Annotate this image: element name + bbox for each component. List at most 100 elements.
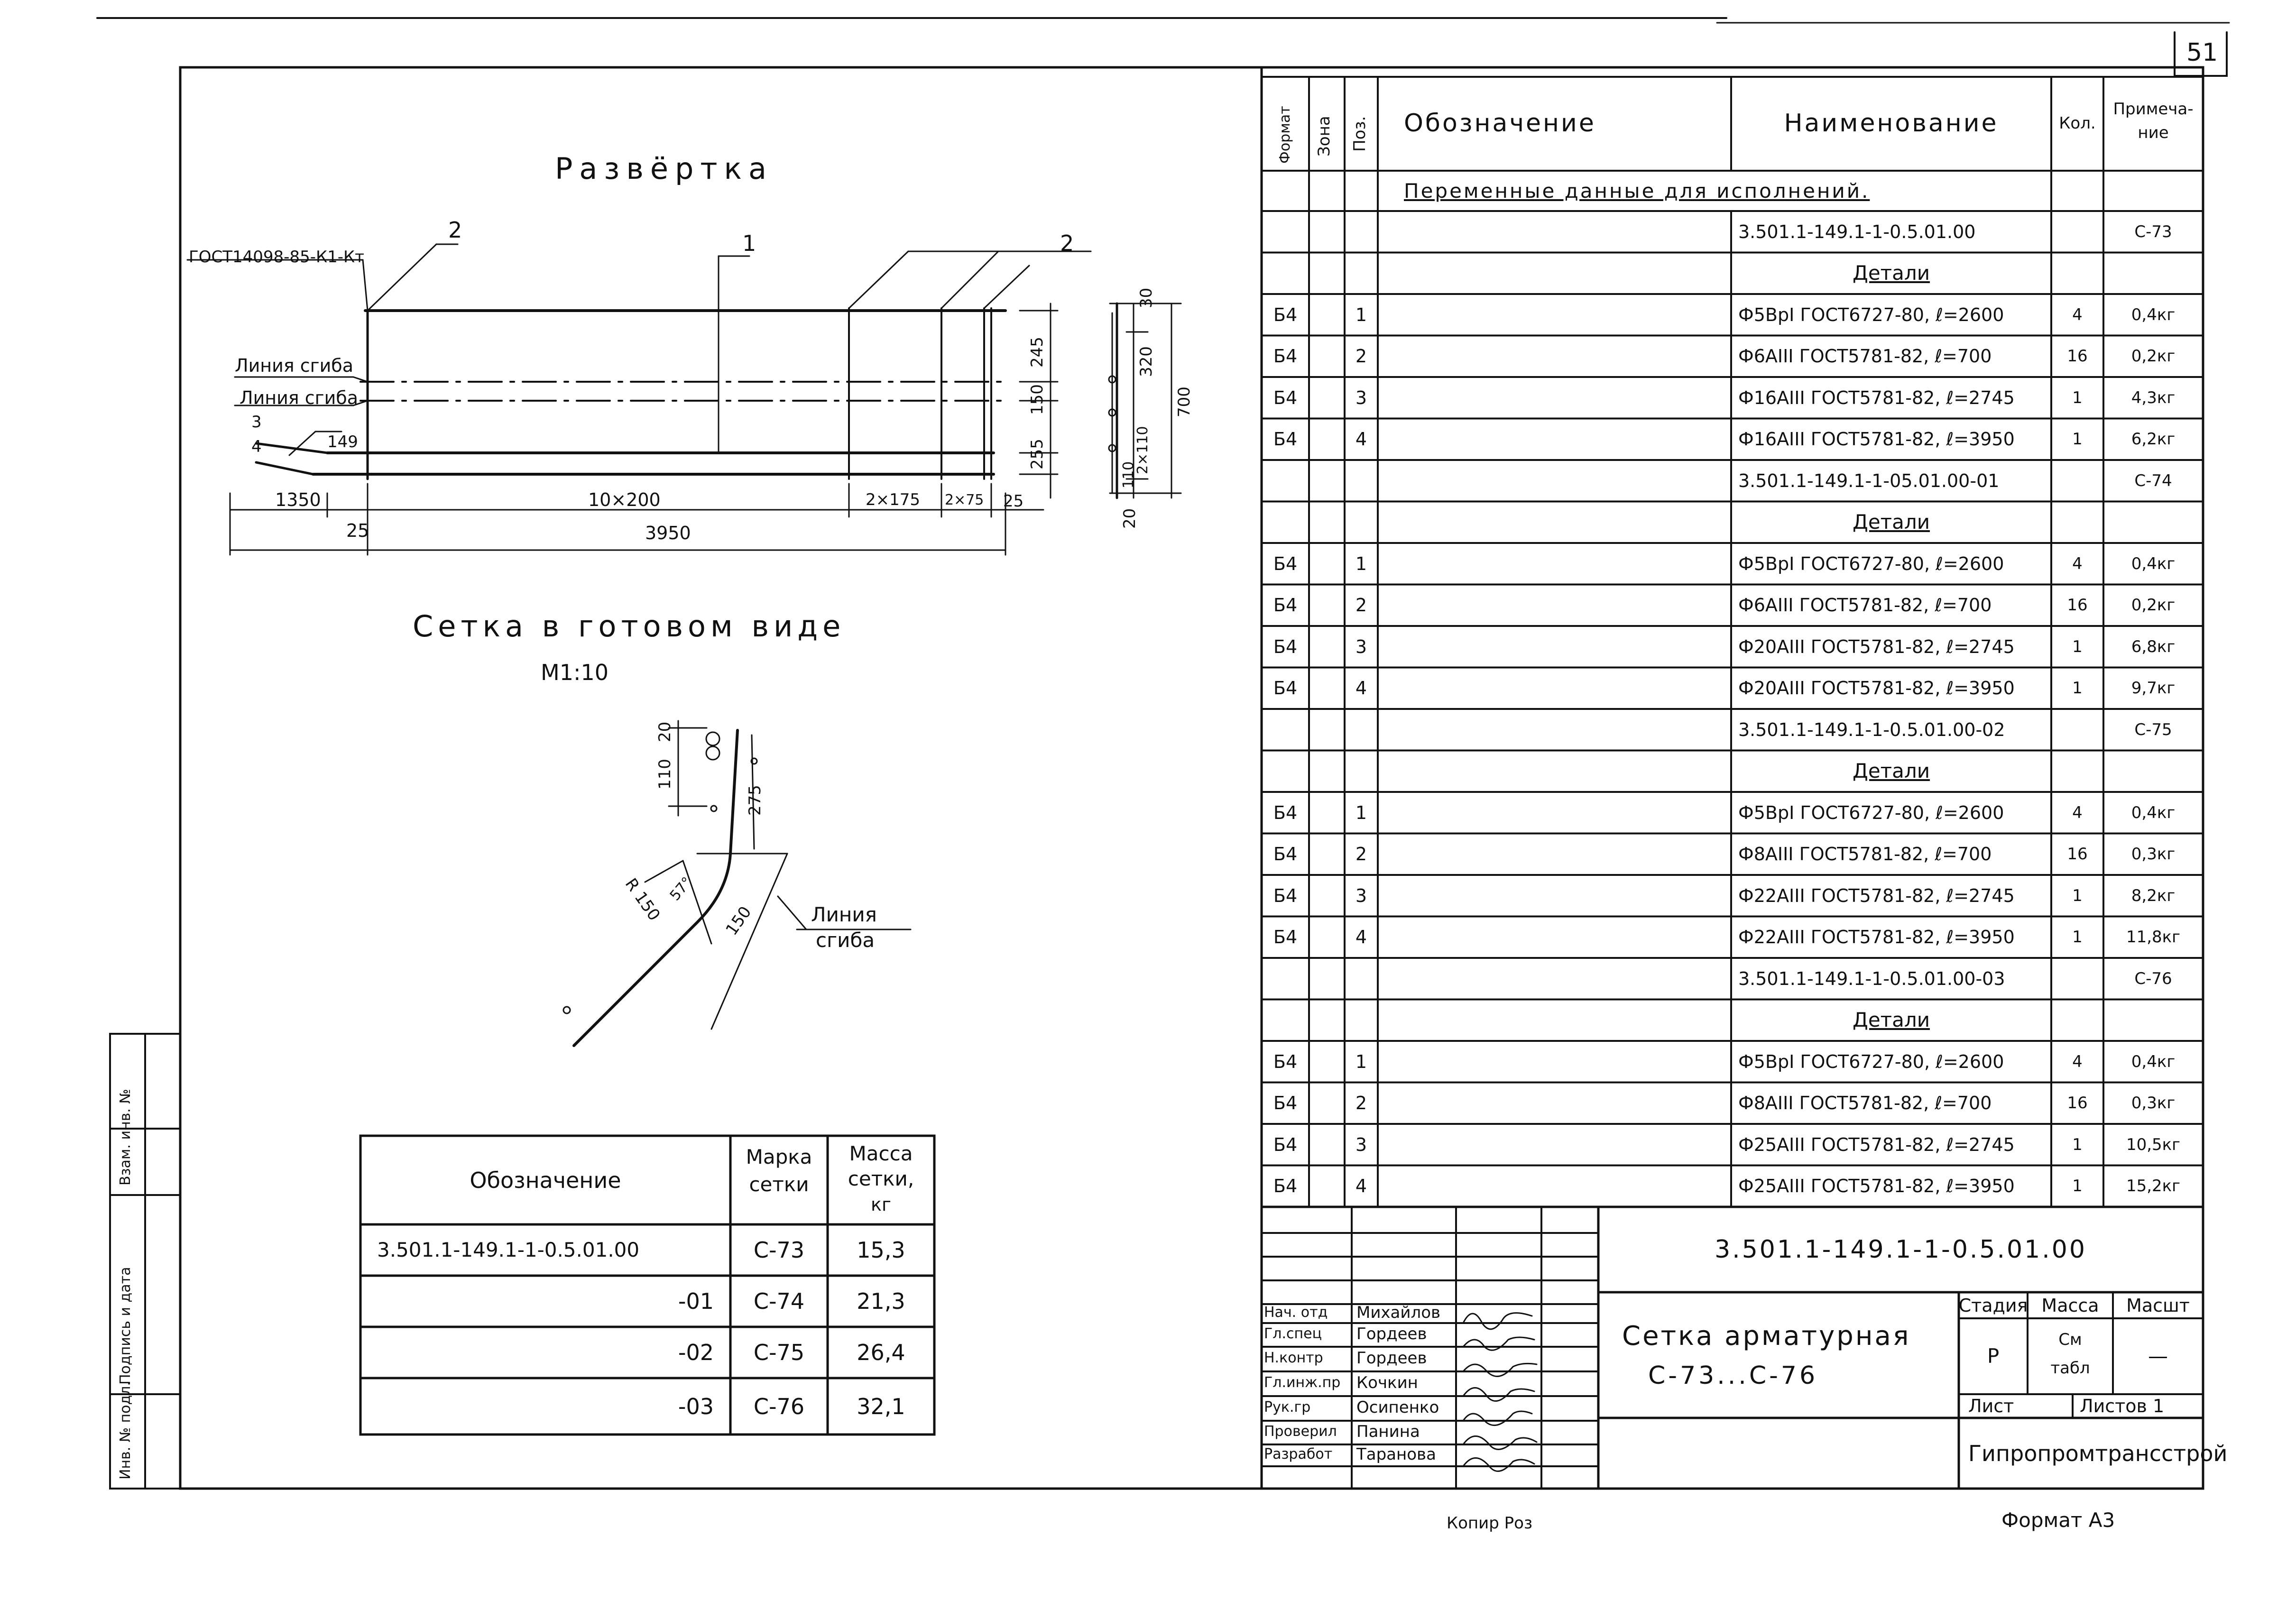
spec-row-name: Ф16АIII ГОСТ5781-82, ℓ=2745 [1738,387,2015,408]
spec-row-position: 4 [1355,678,1367,699]
development-title: Развёртка [555,151,773,186]
spec-row-quantity: 1 [2072,388,2083,407]
spec-row-format: Б4 [1273,1134,1298,1155]
spec-header-designation: Обозначение [1404,109,1596,138]
spec-row-note: 11,8кг [2126,928,2181,947]
organization-name: Гипропромтрансстрой [1968,1440,2228,1466]
spec-row-note: 8,2кг [2131,886,2176,905]
spec-row-name: 3.501.1-149.1-1-05.01.00-01 [1738,470,2000,491]
scale-label: Масшт [2126,1295,2190,1316]
dim-25-right: 25 [1003,492,1024,511]
spec-row-note: 4,3кг [2131,388,2176,407]
spec-row-format: Б4 [1273,802,1298,823]
dim-255: 255 [1028,439,1047,469]
dim-1350: 1350 [275,489,321,510]
spec-row-note: 0,2кг [2131,596,2176,615]
spec-header-pos: Поз. [1350,116,1369,152]
dim-3950: 3950 [645,523,691,543]
spec-row-name: Ф22АIII ГОСТ5781-82, ℓ=2745 [1738,885,2015,906]
fin-bend-line-a: Линия [811,903,877,926]
pos-label-1: 1 [742,230,756,256]
spec-row-name: 3.501.1-149.1-1-0.5.01.00-03 [1738,968,2005,989]
spec-row-position: 1 [1355,553,1367,574]
spec-row-quantity [2051,751,2103,792]
pos-label-4: 4 [251,437,262,456]
title-block-role: Гл.инж.пр [1264,1374,1341,1391]
mass-row-1-designation: 3.501.1-149.1-1-0.5.01.00 [377,1238,640,1261]
spec-row-name: Ф8АIII ГОСТ5781-82, ℓ=700 [1738,844,1992,865]
spec-row-name: Ф6АIII ГОСТ5781-82, ℓ=700 [1738,595,1992,616]
mass-table-header-mass-1: Масса [849,1141,913,1165]
spec-row-quantity [2051,460,2103,502]
spec-row-quantity: 16 [2067,845,2088,864]
scale-value: — [2148,1344,2168,1368]
mass-label: Масса [2041,1295,2099,1316]
title-block-person-name: Михайлов [1356,1303,1441,1322]
mass-row-4-mass: 32,1 [857,1393,905,1419]
mass-table-header-designation: Обозначение [470,1167,621,1193]
spec-row-position [1345,1000,1378,1041]
title-block-role: Проверил [1264,1423,1337,1440]
mass-row-1-mark: С-73 [753,1237,805,1263]
section-dim-2x110: 2×110 [1134,426,1151,474]
spec-row-note: С-76 [2134,969,2172,988]
spec-row-format: Б4 [1273,678,1298,699]
mass-table-header-mark-1: Марка [746,1145,812,1168]
spec-row-format: Б4 [1273,844,1298,865]
section-dim-320: 320 [1137,346,1156,377]
spec-row-quantity: 1 [2072,928,2083,947]
copied-by-note: Копир Роз [1447,1514,1533,1533]
mass-row-3-designation: -02 [678,1340,714,1365]
spec-row-name: Ф5ВрI ГОСТ6727-80, ℓ=2600 [1738,1051,2004,1072]
title-line-2: С-73...С-76 [1648,1361,1818,1390]
spec-row-name: 3.501.1-149.1-1-0.5.01.00 [1738,221,1976,242]
spec-row-quantity: 4 [2072,1052,2083,1071]
title-block-person-name: Гордеев [1356,1349,1427,1368]
spec-row-name: Ф5ВрI ГОСТ6727-80, ℓ=2600 [1738,802,2004,823]
spec-header-name: Наименование [1784,109,1999,138]
mass-table-header-mass-3: кг [871,1194,891,1215]
spec-row-format: Б4 [1273,1093,1298,1114]
spec-row-format: Б4 [1273,1176,1298,1197]
spec-row-position: 1 [1355,304,1367,325]
fin-dim-110: 110 [655,759,674,790]
title-block-person-name: Таранова [1356,1445,1436,1464]
spec-row-quantity: 1 [2072,1177,2083,1196]
side-stamp-replace-label: Взам. инв. № [117,1089,134,1186]
spec-row-quantity [2051,211,2103,253]
stage-label: Стадия [1958,1295,2028,1316]
spec-row-note: 0,4кг [2131,1052,2176,1071]
spec-row-note: 0,2кг [2131,347,2176,366]
spec-header-zone: Зона [1315,116,1334,156]
stage-value: Р [1987,1344,2000,1368]
spec-row-position: 3 [1355,1134,1367,1155]
spec-row-name: Ф22АIII ГОСТ5781-82, ℓ=3950 [1738,927,2015,948]
spec-row-note [2103,751,2203,792]
spec-row-name: Ф20АIII ГОСТ5781-82, ℓ=3950 [1738,678,2015,699]
spec-row-name: Ф25АIII ГОСТ5781-82, ℓ=3950 [1738,1176,2015,1197]
spec-row-name: Ф25АIII ГОСТ5781-82, ℓ=2745 [1738,1134,2015,1155]
spec-header-note-1: Примеча- [2113,100,2194,119]
title-block-person-name: Осипенко [1356,1398,1439,1417]
spec-row-quantity: 16 [2067,596,2088,615]
spec-row-position [1345,253,1378,294]
bend-line-label-1: Линия сгиба [235,355,354,376]
spec-row-format: Б4 [1273,304,1298,325]
spec-row-format: Б4 [1273,1051,1298,1072]
mass-table-header-mass-2: сетки, [848,1167,914,1190]
spec-row-format: Б4 [1273,927,1298,948]
bend-line-label-2: Линия сгиба [240,387,359,408]
title-block-role: Рук.гр [1264,1399,1311,1416]
spec-row-format: Б4 [1273,595,1298,616]
spec-row-quantity [2051,253,2103,294]
mass-table-header-mark-2: сетки [749,1173,809,1196]
section-dim-110: 110 [1120,461,1137,488]
finished-scale: М1:10 [541,660,609,685]
spec-row-quantity: 16 [2067,347,2088,366]
spec-row-position [1345,460,1378,502]
mass-row-4-designation: -03 [678,1393,714,1419]
spec-row-format [1262,751,1309,792]
spec-row-name: Ф16АIII ГОСТ5781-82, ℓ=3950 [1738,429,2015,450]
dim-2x175: 2×175 [866,490,921,509]
fin-dim-275: 275 [746,785,765,816]
